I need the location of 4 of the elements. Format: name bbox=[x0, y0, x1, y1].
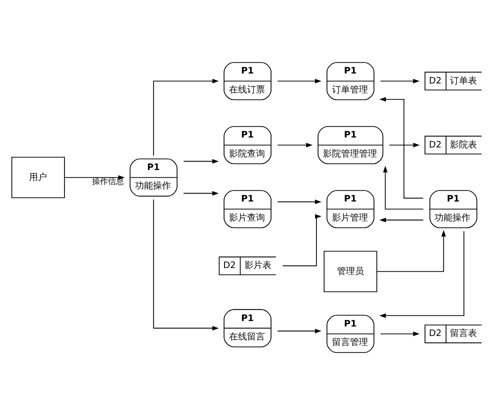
node-text: D2 留言表 bbox=[429, 328, 478, 339]
node-text: D2 影片表 bbox=[223, 260, 272, 271]
node-text: D2 订单表 bbox=[429, 76, 478, 86]
node-text: D2 影院表 bbox=[429, 140, 478, 150]
